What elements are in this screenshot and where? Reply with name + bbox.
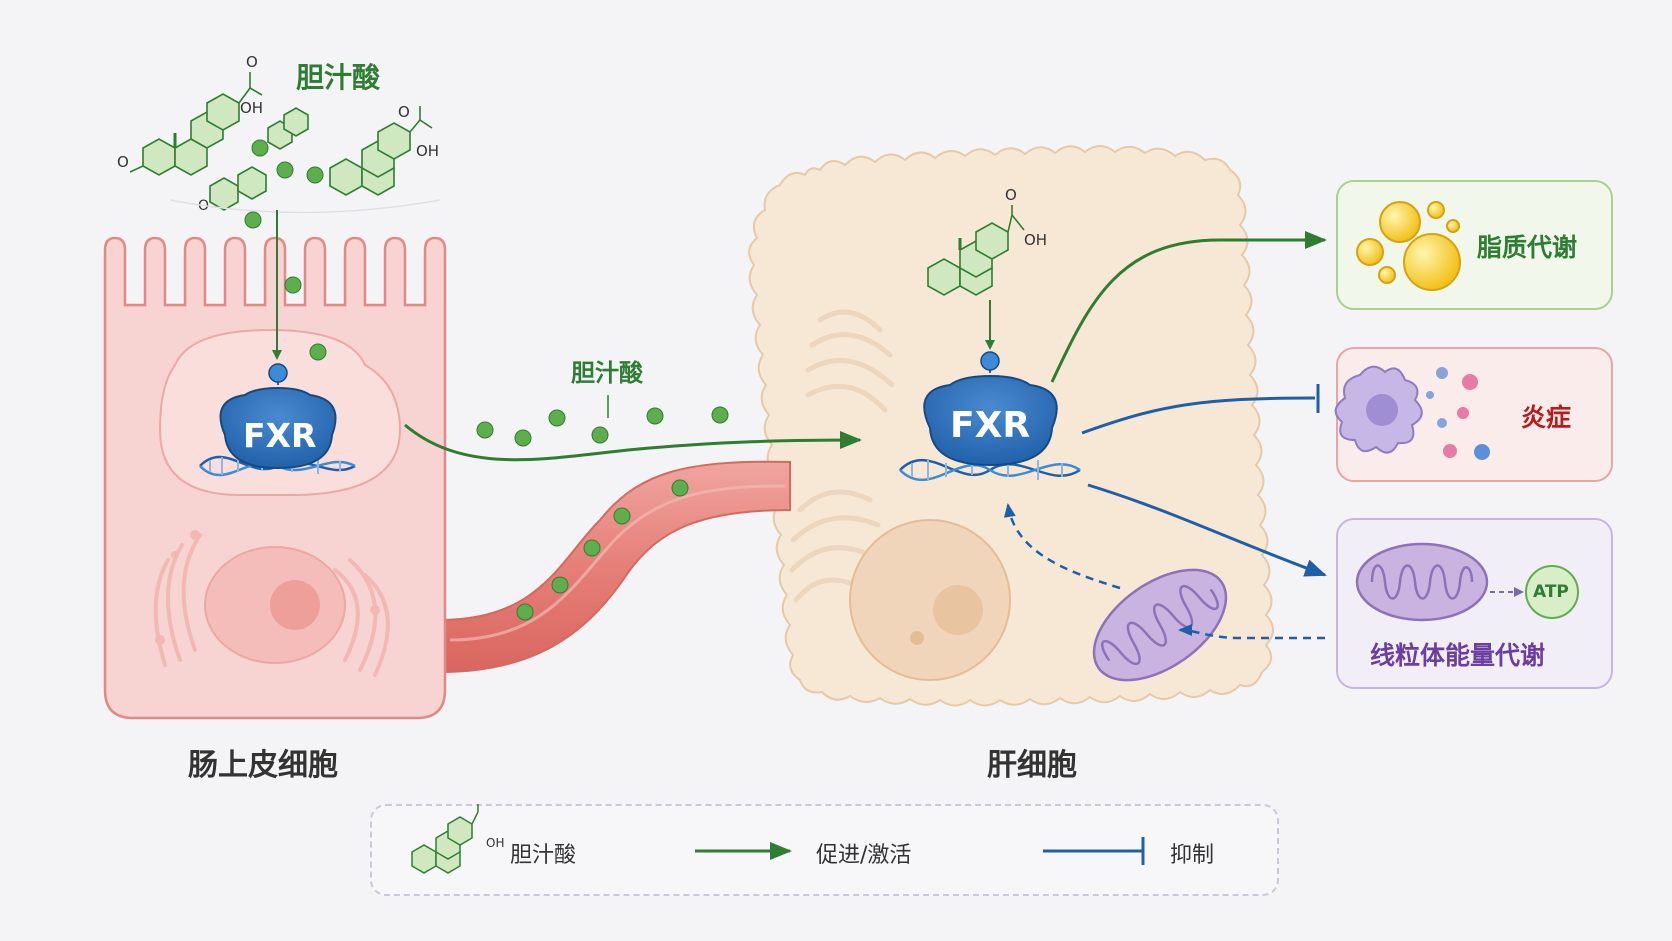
legend-inhibit-label: 抑制 [1170, 843, 1215, 868]
arrow-fxr-to-mito [1087, 483, 1327, 577]
arrow-intestine-to-liver [404, 423, 862, 462]
dashed-feedback-mito [1178, 624, 1325, 640]
svg-text:O: O [1005, 186, 1017, 204]
oh-o-top1: O [246, 53, 258, 71]
liver-golgi-bottom [789, 489, 881, 603]
dashed-feedback-fxr [1003, 503, 1121, 590]
fxr-label-left: FXR [243, 416, 317, 455]
bile-acid-molecule-top-2 [329, 106, 433, 196]
legend-oh-label: OH [486, 836, 505, 850]
bile-acid-molecule-liver [927, 205, 1025, 296]
bile-acid-label-middle: 胆汁酸 [571, 359, 643, 387]
svg-text:O: O [398, 103, 410, 121]
lipid-metabolism-label: 脂质代谢 [1477, 233, 1578, 262]
bile-acid-dots-vessel [516, 479, 689, 621]
inflammation-box [1336, 347, 1613, 482]
bile-acid-dots-top [244, 139, 327, 361]
legend-activate-label: 促进/激活 [816, 843, 912, 868]
bile-acid-label-top: 胆汁酸 [296, 61, 381, 94]
fxr-left [199, 363, 356, 477]
fxr-label-right: FXR [950, 405, 1031, 446]
intestine-cell-label: 肠上皮细胞 [188, 748, 338, 783]
liver-nucleolus [933, 585, 983, 635]
inflammation-label: 炎症 [1521, 403, 1572, 432]
fxr-right [899, 351, 1081, 482]
intestine-nucleolus [270, 580, 320, 630]
liver-golgi-top [805, 309, 895, 413]
atp-label: ATP [1533, 582, 1569, 602]
bile-acid-molecule-top-3 [209, 107, 309, 211]
oh-label-top1: OH [240, 99, 263, 117]
arrow-fxr-to-lipid [1050, 231, 1327, 383]
liver-nucleus [849, 519, 1011, 681]
inhibit-fxr-to-inflammation [1081, 396, 1316, 435]
bile-acid-dots-middle [476, 406, 729, 447]
liver-mitochondrion [1092, 568, 1228, 682]
bile-acid-molecule-top-1 [129, 72, 263, 176]
liver-cell-label: 肝细胞 [987, 748, 1077, 783]
intestine-cell [103, 236, 447, 720]
oh-label-liver: OH [1024, 231, 1047, 249]
svg-text:O: O [117, 153, 129, 171]
blood-vessel [439, 460, 791, 674]
oh-label-top2: OH [416, 142, 439, 160]
legend-bile-acid-label: 胆汁酸 [510, 843, 577, 868]
mito-metabolism-label: 线粒体能量代谢 [1370, 641, 1546, 670]
